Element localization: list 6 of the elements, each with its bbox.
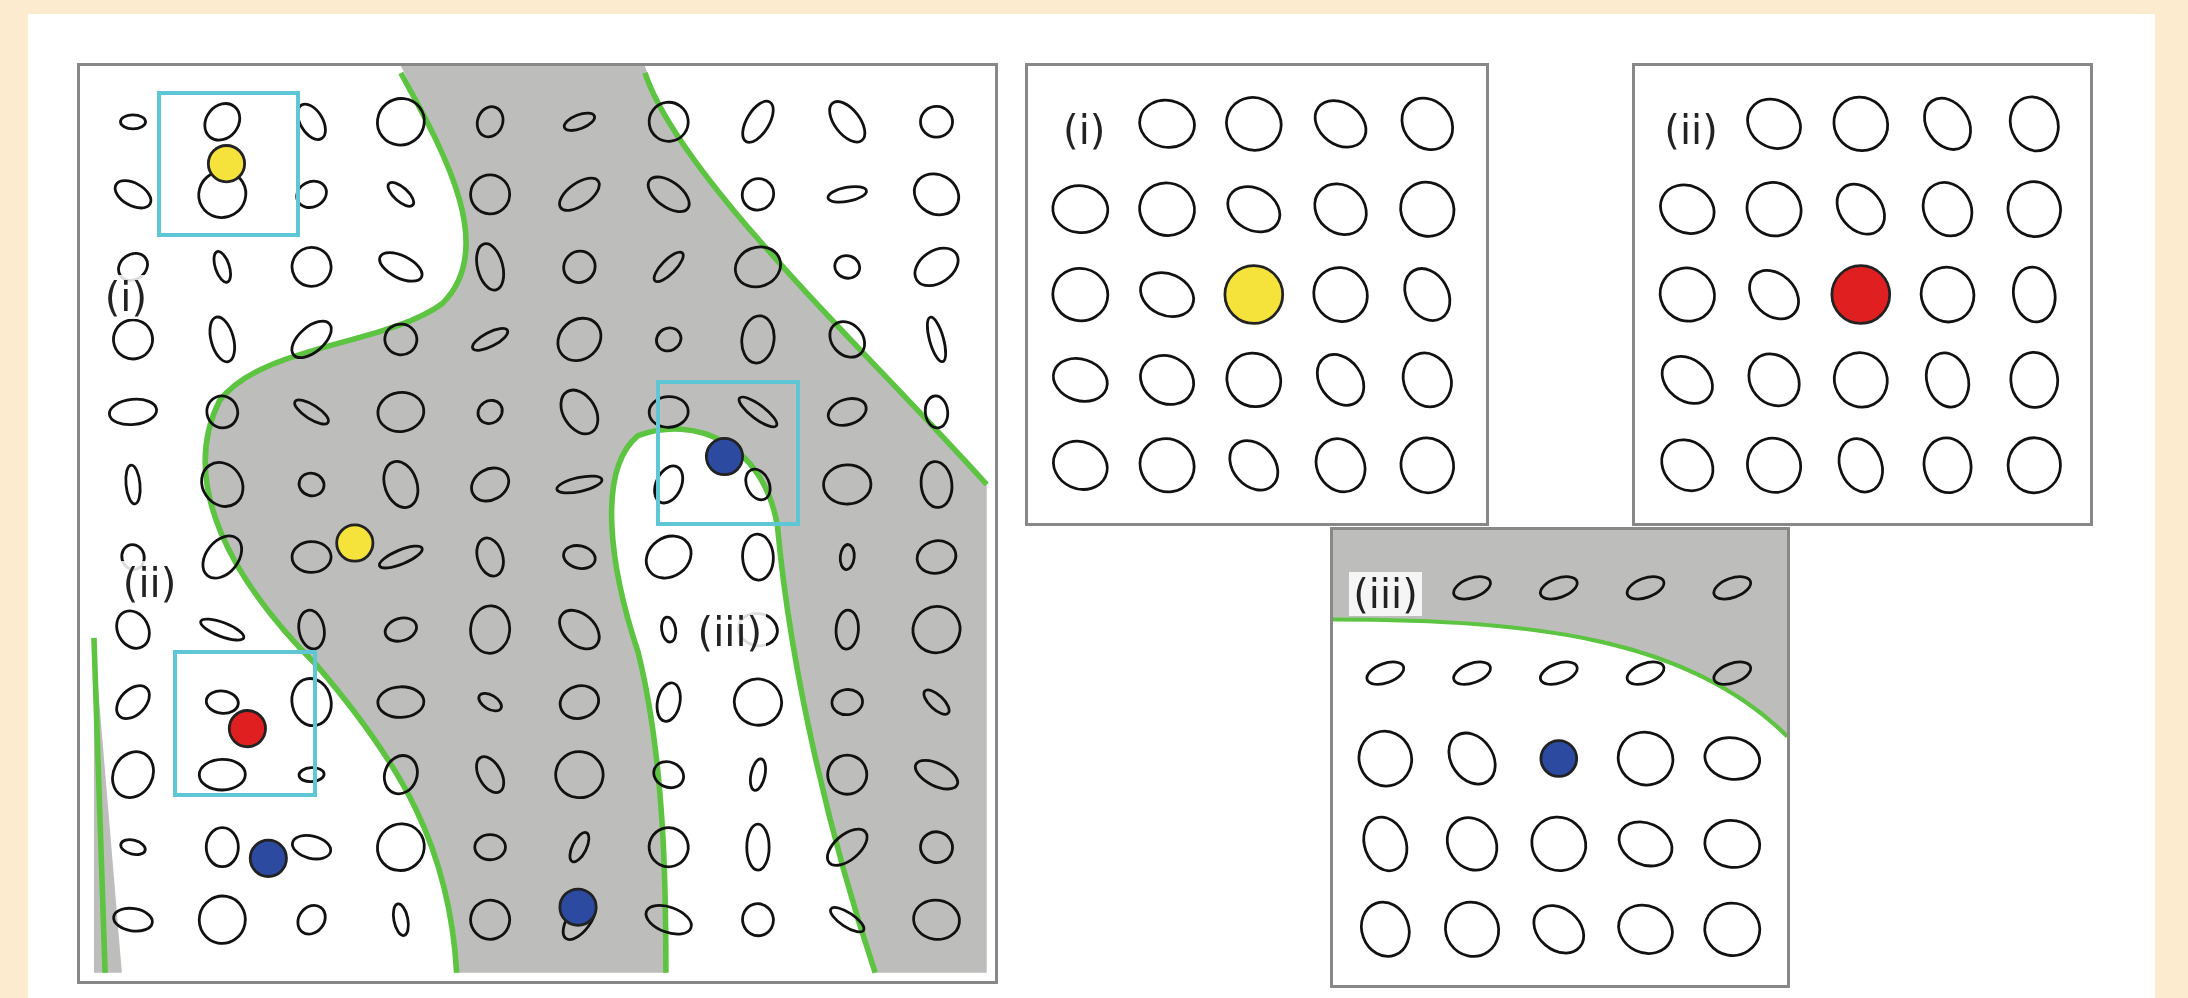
- inset-panel: [1025, 62, 1489, 526]
- highlight-frame: [655, 379, 800, 527]
- region-label: (iii): [1349, 572, 1422, 617]
- inset-panel: [1632, 62, 2093, 526]
- highlight-frame: [173, 650, 317, 797]
- highlight-frame: [156, 90, 301, 238]
